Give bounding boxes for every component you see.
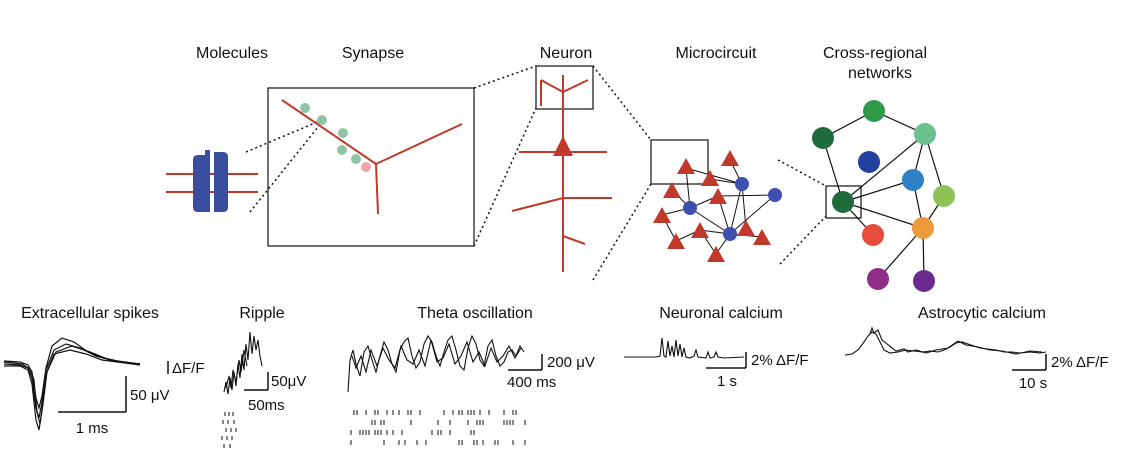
theta-scalebar-time: 400 ms xyxy=(507,374,556,391)
vesicle xyxy=(337,145,347,155)
network-diagram xyxy=(812,100,955,292)
astrocytic-calcium-scalebar-t: 10 s xyxy=(1019,375,1047,392)
zoom-line xyxy=(592,183,652,281)
label-molecules: Molecules xyxy=(196,45,268,62)
neuronal-calcium-scalebar-t: 1 s xyxy=(717,373,737,390)
theta-trace xyxy=(347,334,525,393)
label-extracellular: Extracellular spikes xyxy=(21,305,159,322)
ripple-spike-raster xyxy=(221,412,237,448)
dff-marker-label: ΔF/F xyxy=(172,360,205,377)
label-cross-regional: Cross-regional xyxy=(823,45,927,62)
astrocytic-calcium-trace xyxy=(844,326,1047,356)
spike-scalebar-voltage: 50 μV xyxy=(130,387,170,404)
astrocytic-calcium-scalebar-v: 2% ΔF/F xyxy=(1051,354,1109,371)
zoom-line xyxy=(779,215,827,265)
pyramidal-neuron xyxy=(511,65,612,272)
label-networks: networks xyxy=(848,65,912,82)
theta-spike-raster xyxy=(350,410,526,445)
ripple-trace xyxy=(223,331,263,395)
zoom-line xyxy=(592,65,652,141)
neuronal-calcium-scalebar-v: 2% ΔF/F xyxy=(751,352,809,369)
ripple-scalebar xyxy=(244,372,269,391)
zoom-line xyxy=(473,65,537,89)
vesicle xyxy=(361,162,371,172)
spike-scalebar xyxy=(58,376,127,413)
zoom-line xyxy=(245,119,323,153)
label-microcircuit: Microcircuit xyxy=(676,45,757,62)
theta-scalebar-voltage: 200 μV xyxy=(547,354,595,371)
zoom-line xyxy=(249,121,323,213)
label-theta: Theta oscillation xyxy=(417,305,533,322)
astrocytic-calcium-scalebar xyxy=(1012,354,1047,371)
vesicle xyxy=(338,128,348,138)
label-neuronal-calcium: Neuronal calcium xyxy=(659,305,783,322)
ripple-scalebar-voltage: 50μV xyxy=(271,373,306,390)
neuronal-calcium-trace xyxy=(624,337,745,359)
spike-scalebar-time: 1 ms xyxy=(76,420,109,437)
theta-scalebar xyxy=(508,354,543,371)
extracellular-spike-traces xyxy=(3,337,141,431)
vesicle xyxy=(317,115,327,125)
label-synapse: Synapse xyxy=(342,45,404,62)
vesicle xyxy=(300,103,310,113)
microcircuit-diagram xyxy=(650,139,782,262)
synapse-panel xyxy=(267,87,475,247)
neuronal-calcium-scalebar xyxy=(706,352,747,369)
ripple-scalebar-time: 50ms xyxy=(248,397,285,414)
label-ripple: Ripple xyxy=(239,305,284,322)
ion-channel-icon xyxy=(166,150,258,212)
vesicle xyxy=(351,154,361,164)
label-neuron: Neuron xyxy=(540,45,592,62)
zoom-line xyxy=(777,159,827,187)
label-astrocytic-calcium: Astrocytic calcium xyxy=(918,305,1046,322)
zoom-line xyxy=(473,107,537,247)
